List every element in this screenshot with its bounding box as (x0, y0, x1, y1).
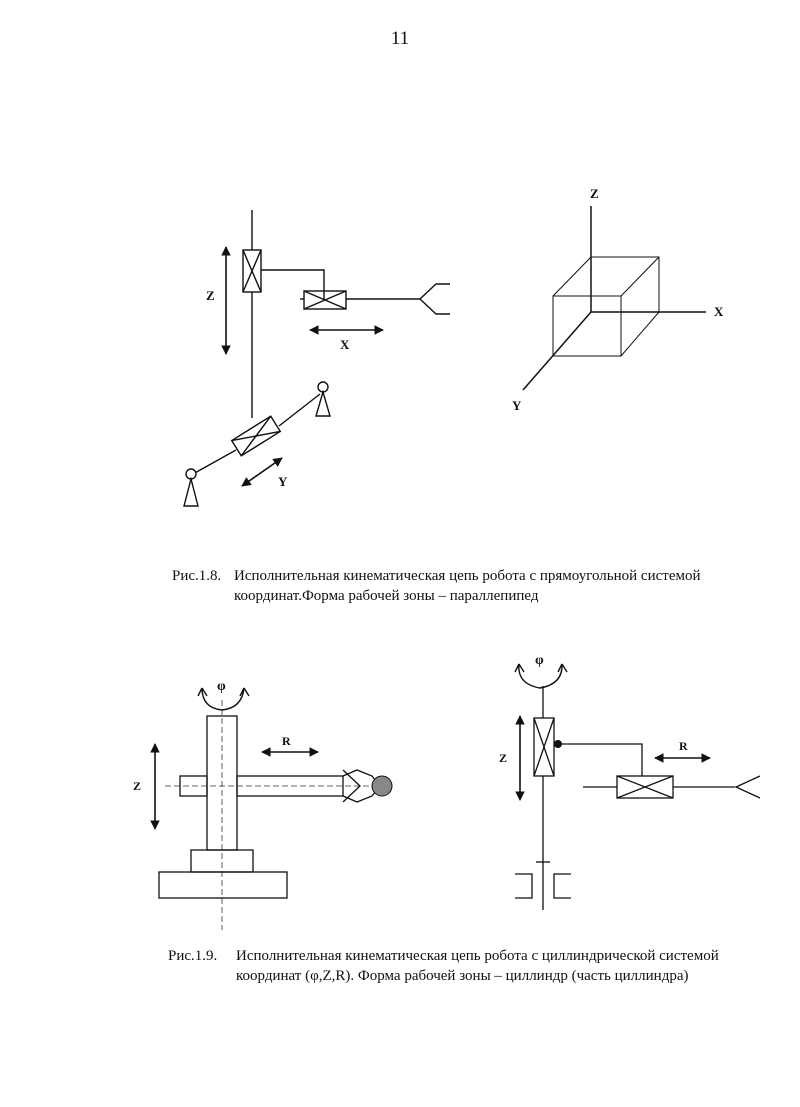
y-rail (192, 393, 321, 475)
left-z-label: Z (133, 779, 141, 793)
right-z-label: Z (499, 751, 507, 765)
right-r-label: R (679, 739, 688, 753)
right-r-joint (616, 775, 674, 799)
right-gripper (734, 775, 761, 799)
y-arrow (241, 457, 283, 487)
y-prismatic-joint (230, 415, 282, 457)
fig19-caption-label: Рис.1.9. (168, 948, 218, 964)
page-number: 11 (390, 28, 410, 49)
axis-x-label: X (714, 304, 724, 319)
x-prismatic-joint (303, 290, 347, 310)
left-phi-label: φ (217, 679, 226, 694)
rotation-arc-right (514, 663, 568, 689)
fig18-y-label: Y (278, 474, 288, 489)
fig18-z-label: Z (206, 288, 215, 303)
support-right (315, 381, 331, 417)
axis-y-label: Y (512, 398, 522, 413)
right-phi-label: φ (535, 653, 544, 668)
pivot-dot (554, 740, 562, 748)
figure-1-9-diagram: φ R Z φ (133, 653, 761, 930)
fig18-x-label: X (340, 337, 350, 352)
axis-z-label: Z (590, 186, 599, 201)
z-prismatic-joint (242, 249, 262, 293)
right-bearing (515, 873, 571, 899)
fig19-caption-text: Исполнительная кинематическая цепь робот… (236, 948, 719, 984)
right-arm (562, 743, 735, 788)
fig18-caption-text: Исполнительная кинематическая цепь робот… (234, 568, 701, 604)
gripper (418, 283, 450, 315)
workpiece (371, 775, 393, 797)
right-column (536, 686, 550, 910)
base (158, 849, 288, 899)
fig18-caption-label: Рис.1.8. (172, 568, 222, 584)
work-zone-parallelepiped (552, 256, 660, 357)
right-z-joint (533, 717, 555, 777)
left-gripper-jaw (342, 769, 361, 803)
figure-1-8-diagram: Z X Y Z (183, 186, 724, 507)
support-left (183, 468, 199, 507)
left-r-label: R (282, 734, 291, 748)
